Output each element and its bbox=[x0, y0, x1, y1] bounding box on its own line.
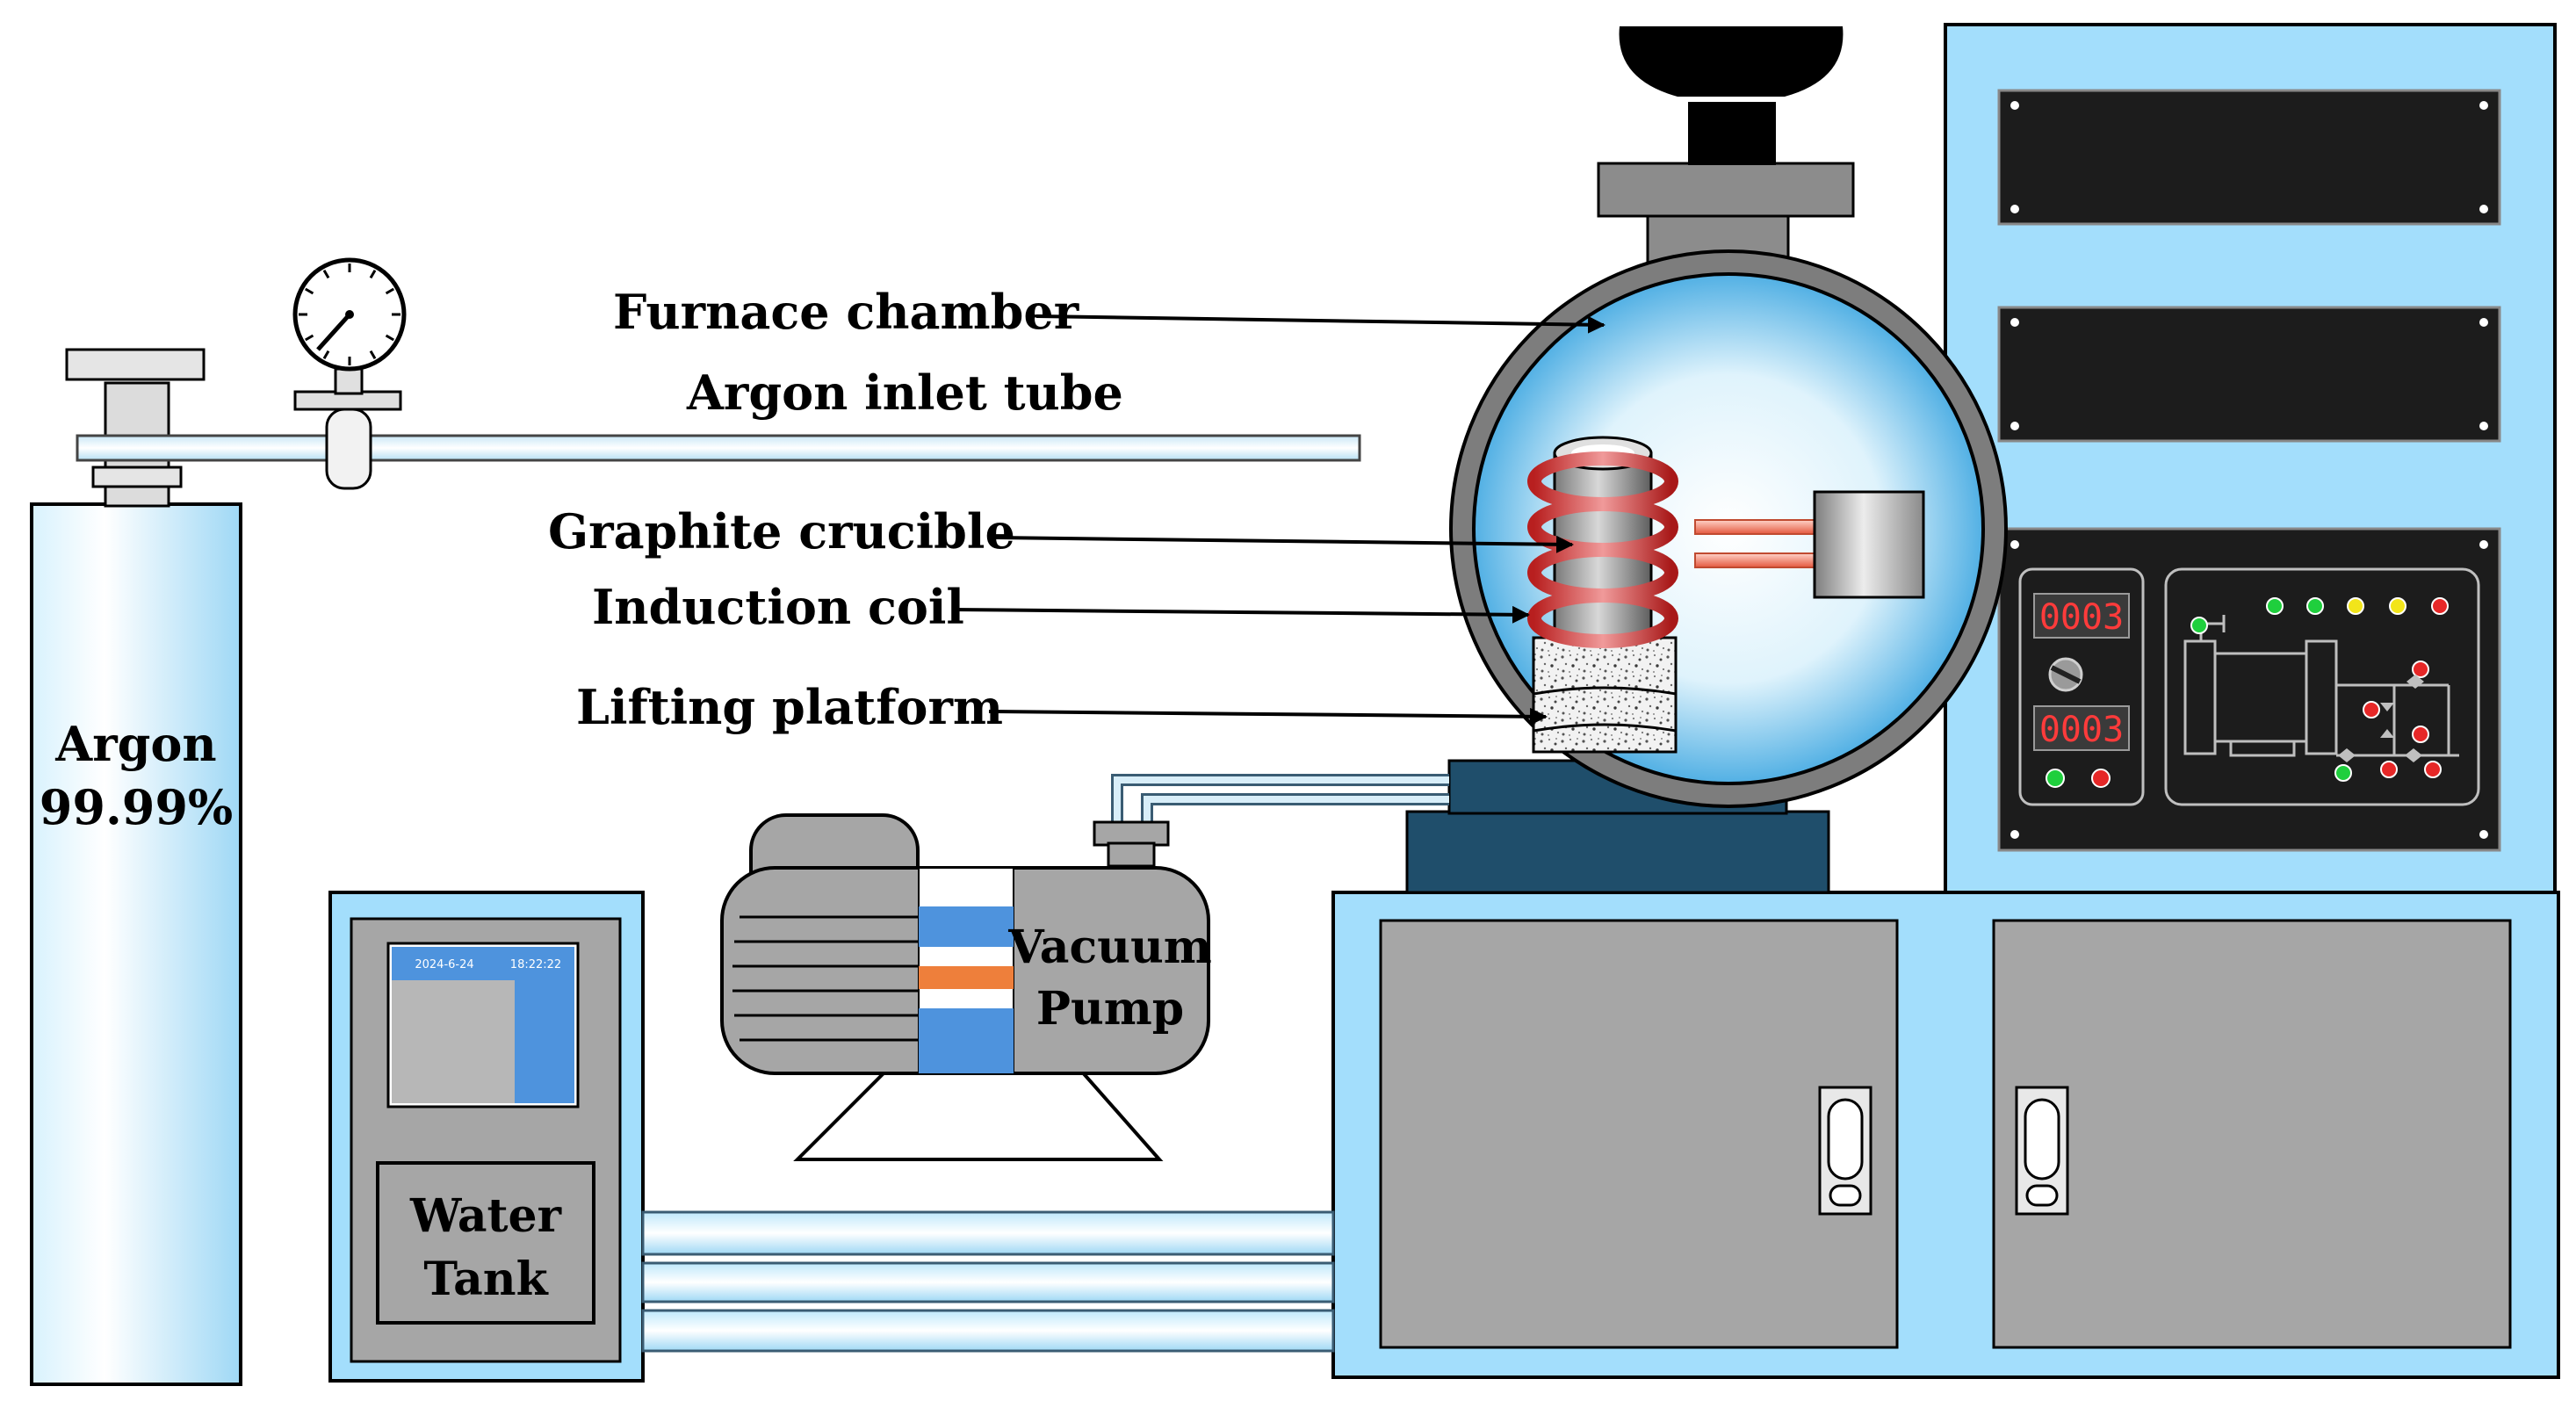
control-panel bbox=[1997, 527, 2501, 852]
digital-display-bottom-value: 0003 bbox=[2039, 710, 2124, 750]
top-panel-slot-1 bbox=[1997, 89, 2501, 226]
argon-valve-collar bbox=[91, 466, 183, 488]
gauge-tick bbox=[369, 270, 377, 279]
gauge-ticks bbox=[299, 264, 400, 365]
schematic-valve-icons bbox=[2338, 675, 2424, 762]
panel-screws bbox=[2010, 101, 2488, 430]
gauge-tick bbox=[322, 350, 330, 359]
furnace-lid-flange bbox=[1597, 162, 1855, 218]
furnace-base-lower bbox=[1405, 810, 1830, 894]
label-graphite-crucible: Graphite crucible bbox=[548, 503, 1015, 560]
label-furnace-chamber: Furnace chamber bbox=[613, 284, 1079, 340]
schematic-lines bbox=[2183, 615, 2459, 757]
feedthrough-connector bbox=[1813, 490, 1925, 599]
gauge-needle bbox=[316, 313, 351, 351]
gauge-tick bbox=[305, 334, 314, 342]
lower-cabinet bbox=[1331, 891, 2560, 1379]
schematic-indicator-lights bbox=[2190, 597, 2449, 782]
argon-cylinder: Argon 99.99% bbox=[30, 348, 242, 1386]
vacuum-hoses bbox=[1111, 774, 1449, 824]
argon-label-line2: 99.99% bbox=[40, 779, 233, 835]
water-tank-label-box bbox=[376, 1161, 595, 1325]
argon-cylinder-body bbox=[30, 502, 242, 1386]
arrow-furnace-chamber bbox=[1035, 314, 1605, 334]
argon-inlet-tube bbox=[76, 367, 1361, 490]
arrow-graphite-crucible bbox=[992, 535, 1574, 553]
water-pipes bbox=[641, 1210, 1335, 1353]
pressure-gauge bbox=[292, 257, 407, 372]
argon-label-line1: Argon bbox=[54, 716, 216, 772]
arrow-induction-coil bbox=[951, 605, 1530, 624]
handle-wheel-icon bbox=[1619, 26, 1844, 97]
induction-coil bbox=[1527, 451, 1678, 648]
water-tank-label-line2: Tank bbox=[423, 1253, 548, 1306]
lifting-platform bbox=[1532, 636, 1678, 754]
gauge-neck bbox=[334, 367, 364, 395]
lifting-platform-block bbox=[1532, 636, 1678, 754]
gauge-pivot bbox=[345, 310, 354, 319]
gauge-tick bbox=[385, 287, 394, 295]
vacuum-pump-label-line2: Pump bbox=[1036, 982, 1184, 1036]
pump-cooling-fins bbox=[732, 915, 919, 1042]
handle-stem bbox=[1688, 102, 1776, 165]
cabinet-door-left[interactable] bbox=[1379, 919, 1899, 1349]
gauge-tick bbox=[385, 334, 394, 342]
arrow-lifting-platform bbox=[988, 707, 1548, 726]
digital-display-top bbox=[2033, 593, 2130, 639]
coil-turn bbox=[1527, 588, 1678, 648]
vacuum-pump-label-line1: Vacuum bbox=[1007, 921, 1212, 974]
schematic-bezel bbox=[2164, 567, 2480, 806]
gauge-tick bbox=[305, 287, 314, 295]
crucible-assembly bbox=[1527, 436, 1678, 648]
gauge-stem bbox=[325, 408, 372, 490]
argon-inlet-tube-body bbox=[76, 434, 1361, 462]
door-handle-right-icon[interactable] bbox=[2015, 1086, 2069, 1216]
label-argon-inlet-tube: Argon inlet tube bbox=[686, 365, 1123, 421]
vacuum-pump: Vacuum Pump bbox=[720, 774, 1449, 1161]
coil-leads bbox=[1694, 490, 1925, 599]
water-tank: 2024-6-24 18:22:22 Water Tank bbox=[328, 891, 645, 1383]
start-button-green[interactable] bbox=[2046, 769, 2065, 788]
callouts: Furnace chamber Argon inlet tube Graphit… bbox=[548, 284, 1605, 735]
gauge-tick bbox=[322, 270, 330, 279]
control-cabinet: 0003 0003 bbox=[1944, 23, 2557, 906]
water-tank-screen-time: 18:22:22 bbox=[510, 958, 561, 971]
label-induction-coil: Induction coil bbox=[592, 579, 964, 635]
rotary-knob-marker bbox=[2050, 665, 2082, 684]
cabinet-door-right[interactable] bbox=[1992, 919, 2512, 1349]
pump-stand bbox=[793, 1068, 1164, 1161]
water-tank-label-line1: Water bbox=[409, 1189, 562, 1243]
stop-button-red[interactable] bbox=[2091, 769, 2111, 788]
digital-display-top-value: 0003 bbox=[2039, 597, 2124, 638]
digital-display-bottom bbox=[2033, 705, 2130, 751]
top-panel-slot-2 bbox=[1997, 306, 2501, 443]
water-tank-screen-date: 2024-6-24 bbox=[415, 958, 473, 971]
gauge-tick bbox=[369, 350, 377, 359]
label-lifting-platform: Lifting platform bbox=[576, 679, 1003, 735]
door-handle-left-icon[interactable] bbox=[1818, 1086, 1872, 1216]
meter-bezel bbox=[2018, 567, 2145, 806]
argon-valve-cap bbox=[65, 348, 206, 381]
